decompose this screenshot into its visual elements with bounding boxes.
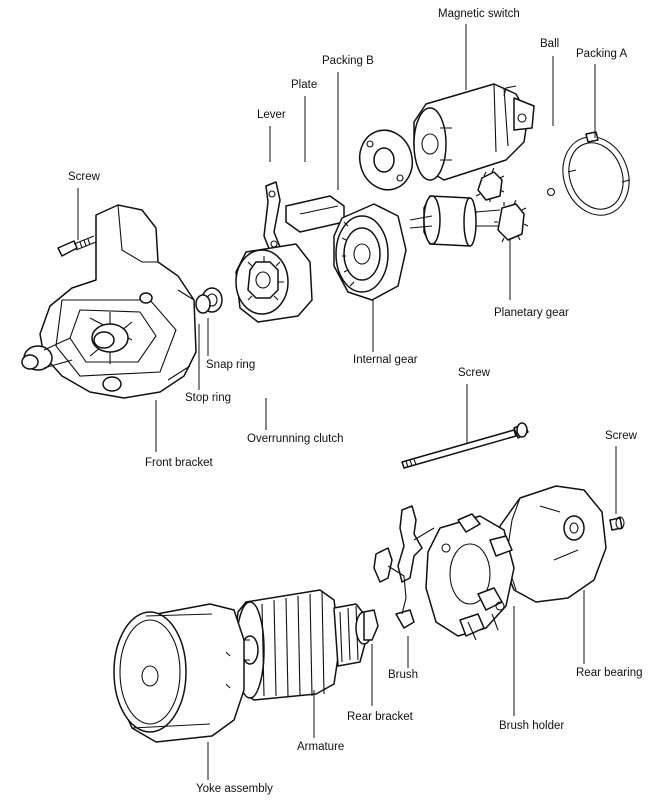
- rear-screw-part: [609, 516, 625, 531]
- front-bracket-part: [21, 204, 197, 399]
- label-stop-ring: Stop ring: [185, 392, 232, 404]
- label-plate: Plate: [291, 79, 318, 91]
- planetary-gear-part: [475, 167, 529, 243]
- packing-a-part: [562, 131, 631, 216]
- armature-part: [233, 589, 379, 701]
- lever-part: [263, 181, 283, 257]
- label-packing-a: Packing A: [576, 48, 628, 60]
- label-screw-right: Screw: [605, 430, 637, 442]
- label-screw-top: Screw: [68, 171, 100, 183]
- internal-gear-part: [333, 203, 407, 301]
- snap-ring-part: [195, 287, 223, 314]
- label-internal-gear: Internal gear: [353, 354, 418, 366]
- label-brush-holder: Brush holder: [499, 720, 565, 732]
- label-planetary-gear: Planetary gear: [494, 307, 569, 319]
- label-lever: Lever: [257, 109, 286, 121]
- label-armature: Armature: [297, 741, 345, 753]
- label-packing-b: Packing B: [322, 55, 374, 67]
- label-ball: Ball: [540, 38, 560, 50]
- label-front-bracket: Front bracket: [145, 457, 213, 469]
- label-snap-ring: Snap ring: [206, 359, 256, 371]
- magnetic-switch-part: [413, 83, 535, 181]
- label-rear-bracket: Rear bracket: [347, 711, 413, 723]
- packing-b-part: [358, 129, 414, 191]
- label-magnetic-switch: Magnetic switch: [438, 8, 520, 20]
- plate-part: [285, 195, 345, 233]
- planetary-shaft-part: [409, 195, 501, 247]
- leader-lines: [77, 24, 617, 780]
- label-yoke-assembly: Yoke assembly: [196, 783, 273, 795]
- overrunning-clutch-part: [235, 243, 313, 323]
- ball-part: [546, 187, 556, 197]
- brush-holder-part: [425, 513, 515, 641]
- rear-cover-part: [499, 485, 607, 603]
- label-overrunning-clutch: Overrunning clutch: [247, 433, 344, 445]
- brush-part: [373, 505, 435, 629]
- yoke-assembly-part: [113, 603, 245, 743]
- front-screw-part: [57, 235, 97, 257]
- label-rear-bearing: Rear bearing: [576, 667, 643, 679]
- through-screw-part: [401, 422, 529, 469]
- label-brush: Brush: [388, 669, 419, 681]
- label-screw-through: Screw: [458, 367, 490, 379]
